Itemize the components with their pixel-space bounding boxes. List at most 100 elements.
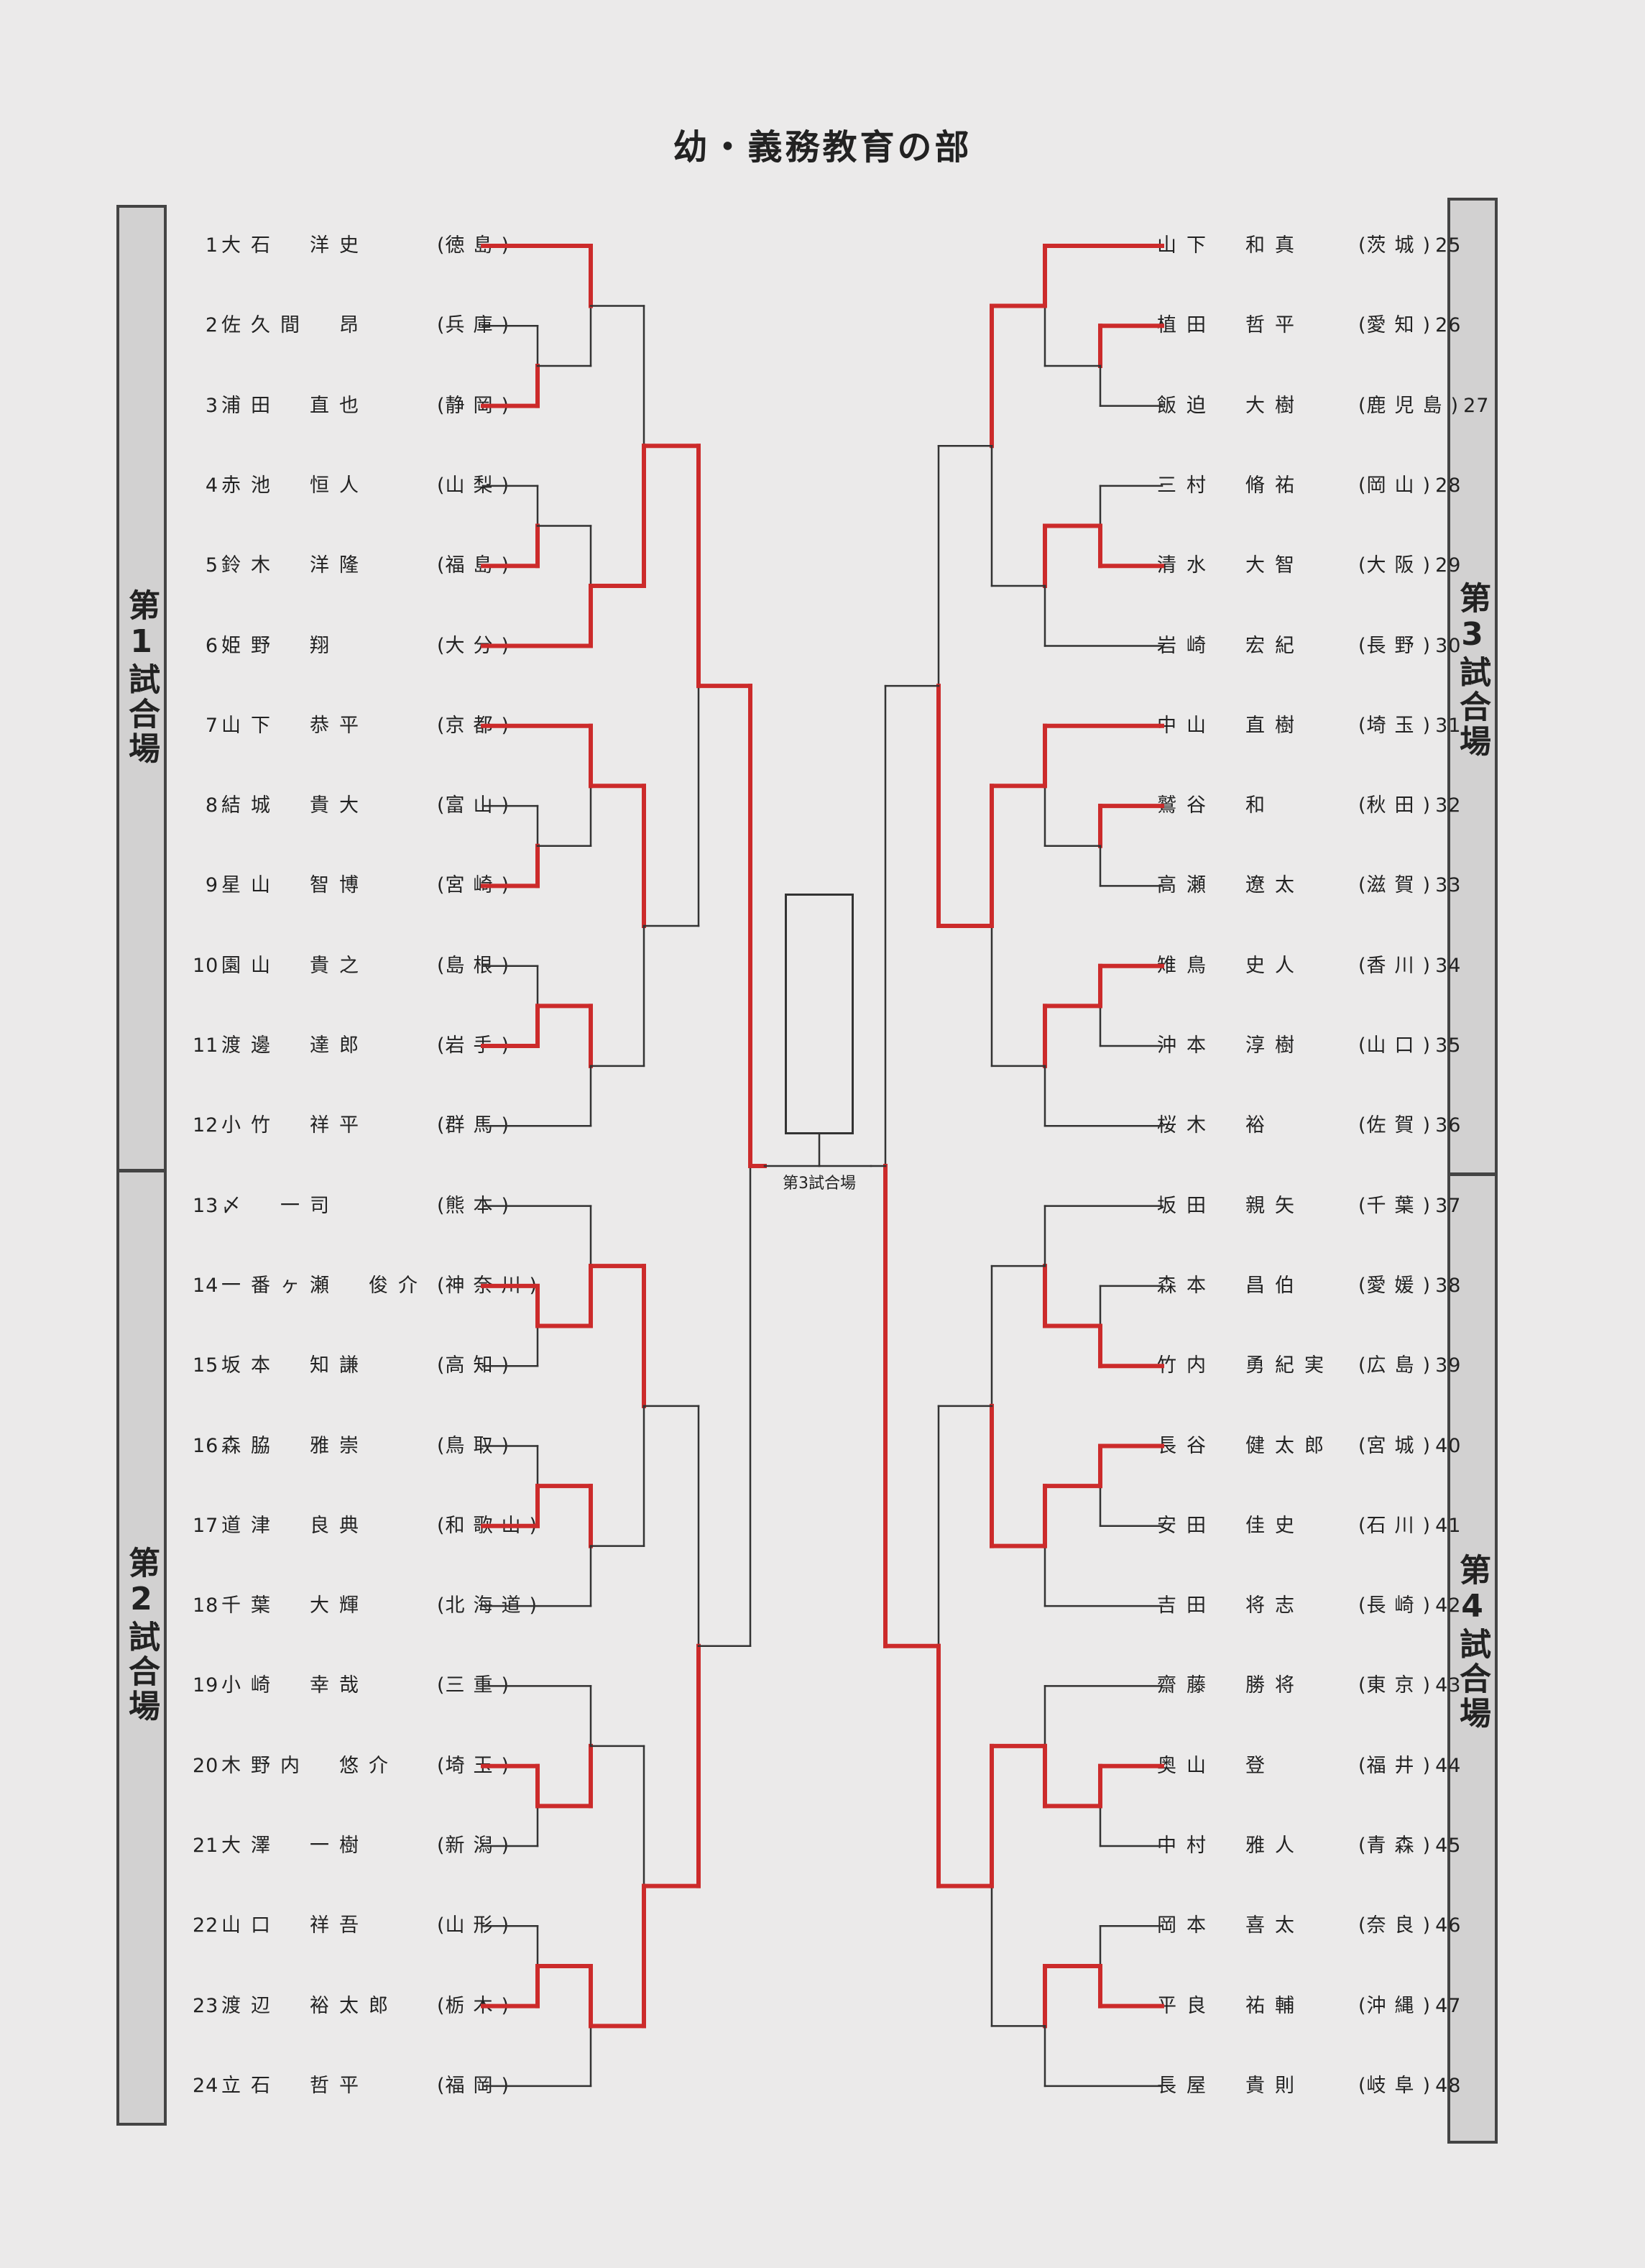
entrant-number: 34 (1435, 954, 1462, 977)
entrant-row: 高瀬 遼太(滋賀)33 (1157, 871, 1464, 900)
entrant-name: 立石 哲平 (221, 2074, 369, 2097)
entrant-name: 長屋 貴則 (1157, 2074, 1304, 2097)
entrant-number: 29 (1435, 554, 1462, 577)
entrant-name: 大澤 一樹 (221, 1835, 369, 1857)
entrant-prefecture: 千葉 (1366, 1194, 1423, 1217)
entrant-number: 39 (1435, 1354, 1462, 1377)
entrant-number: 45 (1435, 1835, 1462, 1857)
entrant-row: 13〆 一司(熊本) (193, 1192, 510, 1221)
entrant-number: 23 (193, 1994, 219, 2017)
venue-4-label: 第4試合場 (1447, 1173, 1498, 2144)
entrant-name: 坂田 親矢 (1157, 1194, 1304, 1217)
entrant-name: 星山 智博 (221, 874, 369, 897)
entrant-prefecture: 大阪 (1366, 554, 1423, 577)
entrant-name: 佐久間 昂 (221, 314, 369, 337)
entrant-number: 43 (1435, 1674, 1462, 1697)
entrant-name: 赤池 恒人 (221, 474, 369, 497)
entrant-number: 15 (193, 1354, 219, 1377)
entrant-row: 竹内 勇紀実(広島)39 (1157, 1351, 1464, 1380)
entrant-prefecture: 青森 (1366, 1835, 1423, 1857)
entrant-name: 小崎 幸哉 (221, 1674, 369, 1697)
entrant-number: 36 (1435, 1114, 1462, 1137)
entrant-prefecture: 山口 (1366, 1034, 1423, 1057)
entrant-number: 10 (193, 954, 219, 977)
entrant-name: 森脇 雅崇 (221, 1434, 369, 1457)
entrant-name: 結城 貴大 (221, 794, 369, 817)
entrant-number: 17 (193, 1514, 219, 1537)
entrant-name: 中村 雅人 (1157, 1835, 1304, 1857)
entrant-prefecture: 長崎 (1366, 1594, 1423, 1617)
entrant-number: 18 (193, 1594, 219, 1617)
entrant-number: 27 (1463, 394, 1490, 417)
entrant-number: 3 (205, 394, 218, 417)
entrant-name: 雉鳥 史人 (1157, 954, 1304, 977)
entrant-name: 山口 祥吾 (221, 1914, 369, 1937)
entrant-row: 長屋 貴則(岐阜)48 (1157, 2072, 1464, 2101)
entrant-name: 鈴木 洋隆 (221, 554, 369, 577)
entrant-prefecture: 鹿児島 (1366, 394, 1451, 417)
entrant-prefecture: 滋賀 (1366, 874, 1423, 897)
entrant-row: 岩崎 宏紀(長野)30 (1157, 632, 1464, 661)
entrant-row: 坂田 親矢(千葉)37 (1157, 1192, 1464, 1221)
entrant-name: 三村 脩祐 (1157, 474, 1304, 497)
entrant-name: 坂本 知謙 (221, 1354, 369, 1377)
entrant-name: 長谷 健太郎 (1157, 1434, 1334, 1457)
entrant-number: 13 (193, 1194, 219, 1217)
entrant-prefecture: 愛知 (1366, 314, 1423, 337)
entrant-name: 高瀬 遼太 (1157, 874, 1304, 897)
entrant-number: 14 (193, 1274, 219, 1297)
entrant-prefecture: 福井 (1366, 1754, 1423, 1777)
entrant-prefecture: 岐阜 (1366, 2074, 1423, 2097)
venue-2-label: 第2試合場 (116, 1170, 167, 2126)
final-box (785, 894, 854, 1134)
entrant-name: 植田 哲平 (1157, 314, 1304, 337)
entrant-name: 沖本 淳樹 (1157, 1034, 1304, 1057)
entrant-number: 42 (1435, 1594, 1462, 1617)
entrant-prefecture: 東京 (1366, 1674, 1423, 1697)
entrant-row: 奥山 登(福井)44 (1157, 1752, 1464, 1781)
entrant-name: 森本 昌伯 (1157, 1274, 1304, 1297)
entrant-number: 48 (1435, 2074, 1462, 2097)
entrant-number: 47 (1435, 1994, 1462, 2017)
entrant-name: 岡本 喜太 (1157, 1914, 1304, 1937)
entrant-number: 12 (193, 1114, 219, 1137)
entrant-number: 33 (1435, 874, 1462, 897)
entrant-name: 千葉 大輝 (221, 1594, 369, 1617)
entrant-number: 28 (1435, 474, 1462, 497)
entrant-name: 姫野 翔 (221, 634, 339, 657)
entrant-number: 41 (1435, 1514, 1462, 1537)
entrant-name: 渡邊 達郎 (221, 1034, 369, 1057)
entrant-row: 3浦田 直也(静岡) (193, 392, 510, 421)
entrant-prefecture: 長野 (1366, 634, 1423, 657)
entrant-row: 長谷 健太郎(宮城)40 (1157, 1432, 1464, 1461)
entrant-name: 小竹 祥平 (221, 1114, 369, 1137)
entrant-name: 竹内 勇紀実 (1157, 1354, 1334, 1377)
entrant-number: 25 (1435, 234, 1462, 257)
entrant-row: 山下 和真(茨城)25 (1157, 231, 1464, 260)
entrant-row: 5鈴木 洋隆(福島) (193, 551, 510, 580)
venue-1-label: 第1試合場 (116, 205, 167, 1172)
entrant-number: 30 (1435, 634, 1462, 657)
entrant-number: 7 (205, 714, 218, 737)
entrant-prefecture: 沖縄 (1366, 1994, 1423, 2017)
entrant-row: 植田 哲平(愛知)26 (1157, 311, 1464, 340)
entrant-prefecture: 愛媛 (1366, 1274, 1423, 1297)
entrant-name: 清水 大智 (1157, 554, 1304, 577)
entrant-number: 22 (193, 1914, 219, 1937)
entrant-number: 35 (1435, 1034, 1462, 1057)
entrant-name: 山下 恭平 (221, 714, 369, 737)
page-title: 幼・義務教育の部 (673, 127, 972, 167)
entrant-number: 11 (193, 1034, 219, 1057)
entrant-number: 16 (193, 1434, 219, 1457)
entrant-number: 1 (205, 234, 218, 257)
entrant-name: 山下 和真 (1157, 234, 1304, 257)
entrant-name: 一番ヶ瀬 俊介 (221, 1274, 428, 1297)
entrant-prefecture: 石川 (1366, 1514, 1423, 1537)
entrant-name: 〆 一司 (221, 1194, 339, 1217)
entrant-name: 浦田 直也 (221, 394, 369, 417)
